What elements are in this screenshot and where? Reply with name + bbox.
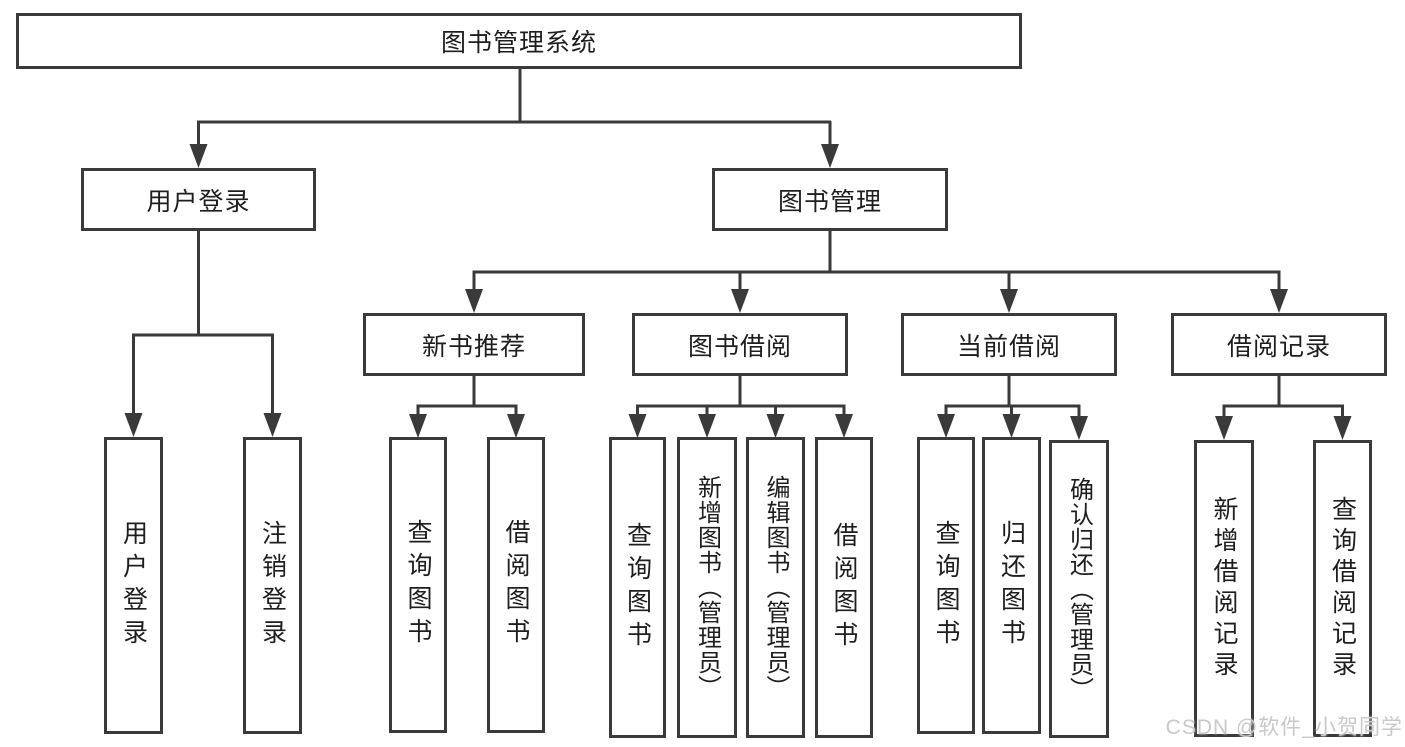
node-borrow-records: 借阅记录 — [1171, 313, 1387, 376]
node-current-borrow-query: 查询图书 — [917, 437, 975, 734]
node-book-borrow: 图书借阅 — [632, 313, 848, 376]
node-root: 图书管理系统 — [16, 13, 1022, 69]
node-borrow-records-query: 查询借阅记录 — [1313, 440, 1372, 737]
node-book-borrow-add: 新增图书（管理员） — [677, 437, 737, 738]
node-current-borrow: 当前借阅 — [901, 313, 1117, 376]
node-book-borrow-edit: 编辑图书（管理员） — [746, 437, 805, 738]
node-book-manage: 图书管理 — [712, 168, 948, 231]
node-user-login-login: 用户登录 — [104, 437, 163, 734]
node-user-login: 用户登录 — [81, 168, 316, 231]
node-new-books-query: 查询图书 — [389, 437, 447, 733]
node-user-login-logout: 注销登录 — [243, 437, 302, 734]
node-borrow-records-add: 新增借阅记录 — [1194, 440, 1254, 737]
node-book-borrow-borrow: 借阅图书 — [815, 437, 873, 738]
node-new-books: 新书推荐 — [363, 313, 585, 376]
node-current-borrow-return: 归还图书 — [982, 437, 1041, 734]
node-new-books-borrow: 借阅图书 — [487, 437, 545, 733]
node-current-borrow-confirm: 确认归还（管理员） — [1049, 440, 1109, 738]
node-book-borrow-query: 查询图书 — [609, 437, 666, 738]
csdn-watermark: CSDN @软件_小贺同学 — [1165, 716, 1403, 739]
